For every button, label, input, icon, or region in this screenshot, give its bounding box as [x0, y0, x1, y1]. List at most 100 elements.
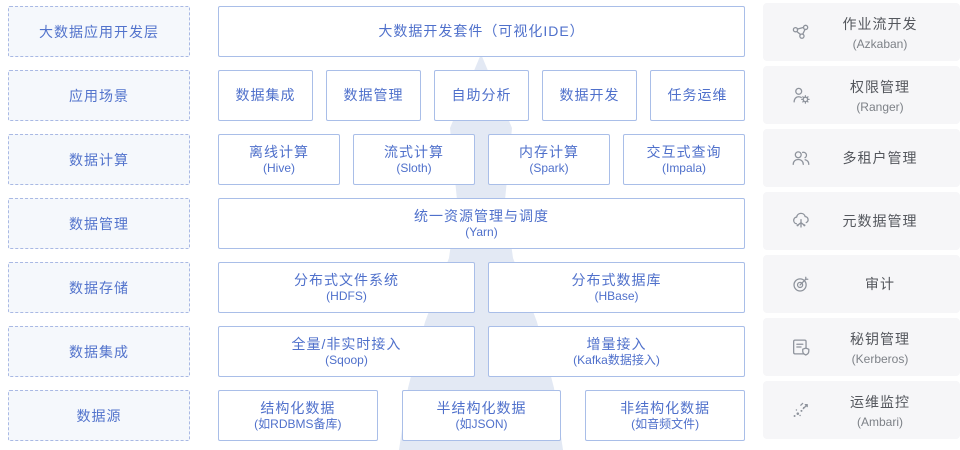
- component-title: 分布式文件系统: [294, 271, 399, 288]
- component-title: 增量接入: [586, 335, 647, 352]
- component-subtitle: (HDFS): [326, 289, 367, 304]
- component-title: 数据管理: [343, 87, 404, 104]
- service-label: 作业流开发: [842, 15, 918, 32]
- cloud-branch-icon: [790, 210, 812, 232]
- layer-box-2: 应用场景: [8, 70, 190, 121]
- target-dart-icon: [790, 273, 812, 295]
- component-title: 非结构化数据: [620, 399, 711, 416]
- layer-label: 数据存储: [69, 279, 129, 296]
- layer-label: 大数据应用开发层: [39, 23, 159, 40]
- component-box: 数据集成: [218, 70, 313, 121]
- layer-label: 数据管理: [69, 215, 129, 232]
- service-label: 元数据管理: [842, 213, 918, 229]
- layer-label: 数据源: [76, 407, 122, 424]
- service-card-2: 权限管理 (Ranger): [763, 66, 960, 124]
- component-row-6: 全量/非实时接入(Sqoop) 增量接入(Kafka数据接入): [218, 326, 745, 377]
- component-row-1: 大数据开发套件（可视化IDE）: [218, 6, 745, 57]
- component-box: 自助分析: [434, 70, 529, 121]
- component-box: 交互式查询(Impala): [623, 134, 745, 185]
- component-column: 大数据开发套件（可视化IDE）数据集成数据管理自助分析数据开发任务运维离线计算(…: [218, 0, 746, 450]
- component-box: 流式计算(Sloth): [353, 134, 475, 185]
- layer-label: 应用场景: [69, 87, 129, 104]
- service-card-1: 作业流开发 (Azkaban): [763, 3, 960, 61]
- component-row-7: 结构化数据(如RDBMS备库) 半结构化数据(如JSON) 非结构化数据(如音频文件…: [218, 390, 746, 441]
- users-icon: [790, 147, 812, 169]
- component-subtitle: (如音频文件): [631, 417, 700, 432]
- component-title: 离线计算: [249, 143, 309, 160]
- workflow-icon: [790, 21, 812, 43]
- component-box: 统一资源管理与调度(Yarn): [218, 198, 745, 249]
- component-title: 半结构化数据: [436, 399, 527, 416]
- scatter-monitor-icon: [790, 399, 812, 421]
- service-card-6: 秘钥管理 (Kerberos): [763, 318, 960, 376]
- component-box: 结构化数据(如RDBMS备库): [218, 390, 378, 441]
- component-subtitle: (Impala): [661, 161, 706, 176]
- layer-box-4: 数据管理: [8, 198, 190, 249]
- component-subtitle: (Sloth): [396, 161, 432, 176]
- service-card-7: 运维监控 (Ambari): [763, 381, 960, 439]
- component-box: 大数据开发套件（可视化IDE）: [218, 6, 745, 57]
- component-box: 内存计算(Spark): [488, 134, 610, 185]
- component-subtitle: (Spark): [529, 161, 569, 176]
- component-row-5: 分布式文件系统(HDFS) 分布式数据库(HBase): [218, 262, 745, 313]
- component-box: 离线计算(Hive): [218, 134, 340, 185]
- component-title: 结构化数据: [260, 399, 336, 416]
- platform-services-column: 作业流开发 (Azkaban) 权限管理 (Ranger) 多租户管理元数据管理审计秘钥…: [763, 3, 960, 439]
- component-subtitle: (HBase): [594, 289, 639, 304]
- component-title: 自助分析: [451, 87, 512, 104]
- component-title: 大数据开发套件（可视化IDE）: [378, 23, 585, 40]
- service-sublabel: (Azkaban): [852, 36, 908, 51]
- component-row-2: 数据集成 数据管理 自助分析 数据开发 任务运维: [218, 70, 745, 121]
- component-title: 分布式数据库: [571, 271, 662, 288]
- component-rows: 大数据开发套件（可视化IDE）数据集成数据管理自助分析数据开发任务运维离线计算(…: [218, 6, 746, 441]
- service-label: 多租户管理: [842, 150, 918, 166]
- service-sublabel: (Kerberos): [851, 351, 909, 366]
- component-title: 全量/非实时接入: [291, 335, 402, 352]
- component-title: 数据开发: [559, 87, 620, 104]
- service-card-5: 审计: [763, 255, 960, 313]
- service-label: 审计: [865, 276, 895, 292]
- service-label: 运维监控: [850, 393, 910, 410]
- component-box: 半结构化数据(如JSON): [401, 390, 562, 441]
- component-box: 增量接入(Kafka数据接入): [488, 326, 745, 377]
- component-subtitle: (Hive): [263, 161, 295, 176]
- component-title: 流式计算: [384, 143, 444, 160]
- component-box: 非结构化数据(如音频文件): [585, 390, 746, 441]
- service-label: 权限管理: [850, 78, 910, 95]
- service-text: 审计: [812, 274, 960, 294]
- layer-box-5: 数据存储: [8, 262, 190, 313]
- service-sublabel: (Ranger): [856, 99, 904, 114]
- service-card-3: 多租户管理: [763, 129, 960, 187]
- component-title: 交互式查询: [646, 143, 722, 160]
- service-sublabel: (Ambari): [856, 414, 903, 429]
- component-box: 数据开发: [542, 70, 637, 121]
- component-box: 全量/非实时接入(Sqoop): [218, 326, 475, 377]
- layer-box-3: 数据计算: [8, 134, 190, 185]
- component-title: 内存计算: [519, 143, 579, 160]
- document-shield-icon: [790, 336, 812, 358]
- component-title: 数据集成: [235, 87, 296, 104]
- component-box: 数据管理: [326, 70, 421, 121]
- service-text: 权限管理 (Ranger): [812, 77, 960, 114]
- component-subtitle: (Yarn): [465, 225, 498, 240]
- component-box: 分布式数据库(HBase): [488, 262, 745, 313]
- component-title: 统一资源管理与调度: [414, 207, 549, 224]
- service-text: 作业流开发 (Azkaban): [812, 14, 960, 51]
- layer-box-7: 数据源: [8, 390, 190, 441]
- component-title: 任务运维: [667, 87, 728, 104]
- service-card-4: 元数据管理: [763, 192, 960, 250]
- service-text: 秘钥管理 (Kerberos): [812, 329, 960, 366]
- service-text: 运维监控 (Ambari): [812, 392, 960, 429]
- component-subtitle: (如JSON): [455, 417, 508, 432]
- component-subtitle: (如RDBMS备库): [254, 417, 342, 432]
- component-row-4: 统一资源管理与调度(Yarn): [218, 198, 745, 249]
- component-box: 分布式文件系统(HDFS): [218, 262, 475, 313]
- layer-label-column: 大数据应用开发层应用场景数据计算数据管理数据存储数据集成数据源: [8, 6, 190, 441]
- component-subtitle: (Sqoop): [325, 353, 368, 368]
- layer-label: 数据集成: [69, 343, 129, 360]
- layer-box-1: 大数据应用开发层: [8, 6, 190, 57]
- service-text: 多租户管理: [812, 148, 960, 168]
- layer-box-6: 数据集成: [8, 326, 190, 377]
- service-label: 秘钥管理: [850, 330, 910, 347]
